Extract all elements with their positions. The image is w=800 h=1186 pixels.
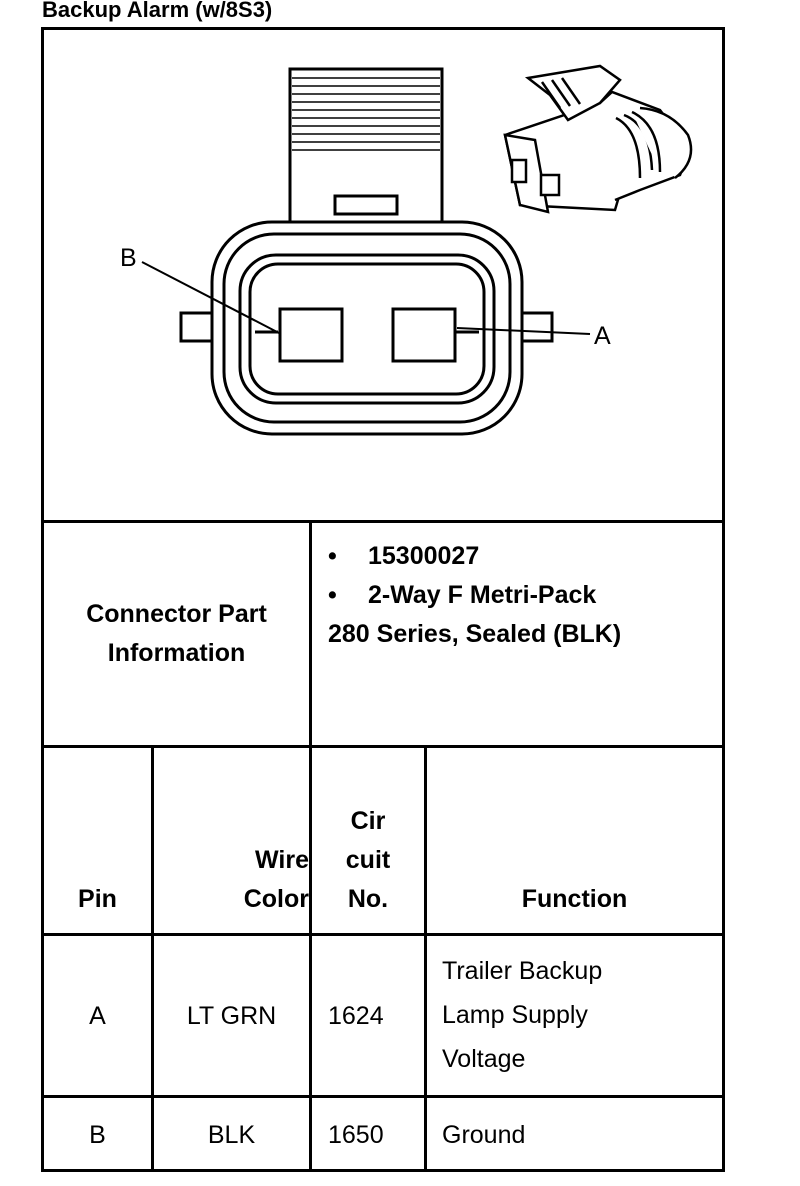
part-number: 15300027 [368,542,480,570]
header-pin-label: Pin [78,885,117,913]
header-wire-line1: Wire [255,846,309,874]
col-divider-1 [151,745,154,1172]
row-a-color: LT GRN [186,1001,277,1030]
connector-heading-line2: Information [107,639,246,667]
header-function-label: Function [521,885,628,913]
header-function: Function [427,748,722,933]
connector-series: 280 Series, Sealed (BLK) [328,620,622,648]
connector-part-details: •15300027 •2-Way F Metri-Pack 280 Series… [328,537,621,654]
col-divider-3 [424,745,427,1172]
header-cir-line3: No. [347,885,389,913]
row-a-function-line1: Trailer Backup [442,957,603,985]
divider-header [41,933,725,936]
label-b: B [120,244,137,272]
connector-type: 2-Way F Metri-Pack [368,581,597,609]
row-a-function-line2: Lamp Supply [442,1001,588,1029]
divider-diagram [41,520,725,523]
label-a: A [594,322,611,350]
connector-heading-line1: Connector Part [86,600,267,628]
row-b-function: Ground [442,1121,526,1149]
row-b-pin: B [89,1121,106,1149]
connector-isometric-icon [503,64,693,214]
header-wire-color: Wire Color [154,748,309,933]
header-cir-line1: Cir [350,807,386,835]
row-a-pin: A [89,1001,106,1030]
row-a-function: Trailer Backup Lamp Supply Voltage [442,949,602,1081]
page-title: Backup Alarm (w/8S3) [42,0,273,22]
document-frame [41,27,725,1172]
header-circuit: Cir cuit No. [312,748,424,933]
row-b-circuit: 1650 [328,1121,384,1149]
connector-diagram: B A [44,30,722,520]
row-a-function-line3: Voltage [442,1045,526,1073]
row-a-circuit: 1624 [328,1001,384,1030]
header-wire-line2: Color [243,885,309,913]
connector-part-heading: Connector Part Information [44,523,309,745]
row-b-color: BLK [207,1121,256,1149]
header-cir-line2: cuit [345,846,391,874]
divider-row-a [41,1095,725,1098]
header-pin: Pin [44,748,151,933]
col-divider-2 [309,520,312,1172]
divider-info [41,745,725,748]
connector-face-drawing: B A [120,64,693,436]
